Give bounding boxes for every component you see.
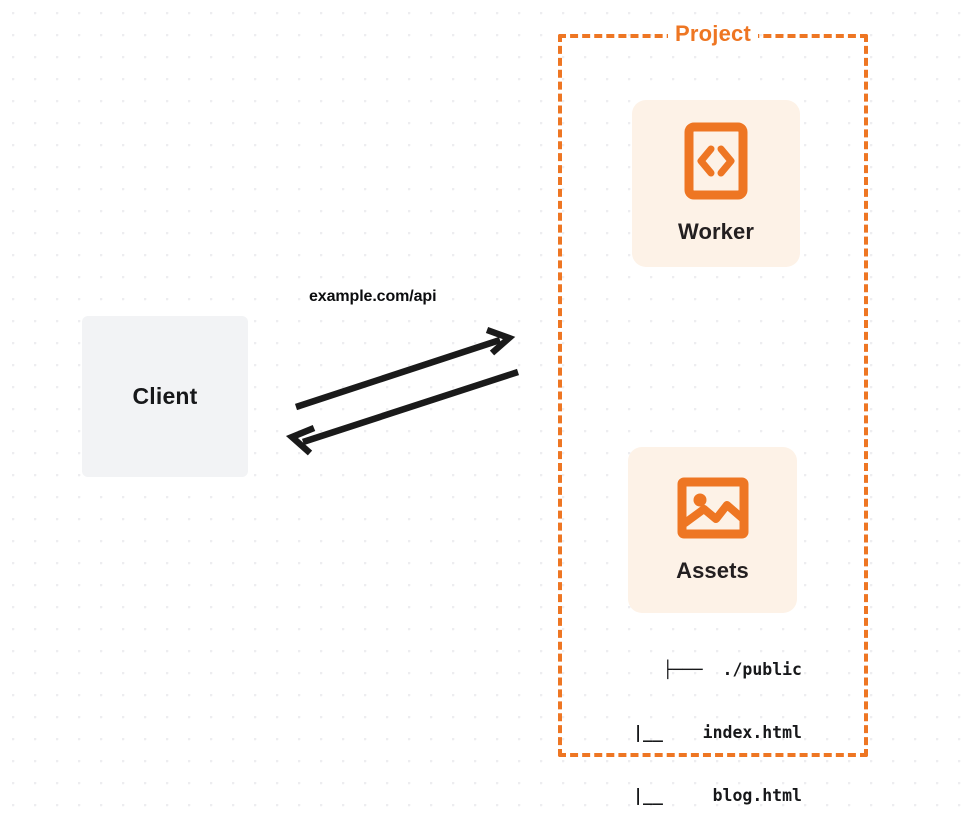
project-label: Project	[558, 21, 868, 47]
client-node[interactable]: Client	[82, 316, 248, 477]
assets-card-label: Assets	[676, 557, 749, 583]
file-tree-line: ├─── ./public	[662, 660, 802, 679]
worker-card-label: Worker	[678, 219, 754, 244]
image-icon	[677, 477, 749, 544]
connection-label: example.com/api	[309, 288, 437, 305]
project-label-text: Project	[668, 21, 758, 46]
file-tree-line: |__ blog.html	[633, 786, 802, 805]
request-arrow	[294, 326, 516, 411]
client-label: Client	[132, 383, 198, 409]
file-tree-line: |__ index.html	[633, 723, 802, 742]
assets-card[interactable]: Assets	[628, 447, 797, 613]
worker-card[interactable]: Worker	[632, 100, 800, 267]
code-brackets-icon	[684, 122, 748, 205]
assets-file-tree: ├─── ./public |__ index.html |__ blog.ht…	[600, 617, 802, 818]
response-arrow	[285, 368, 520, 456]
